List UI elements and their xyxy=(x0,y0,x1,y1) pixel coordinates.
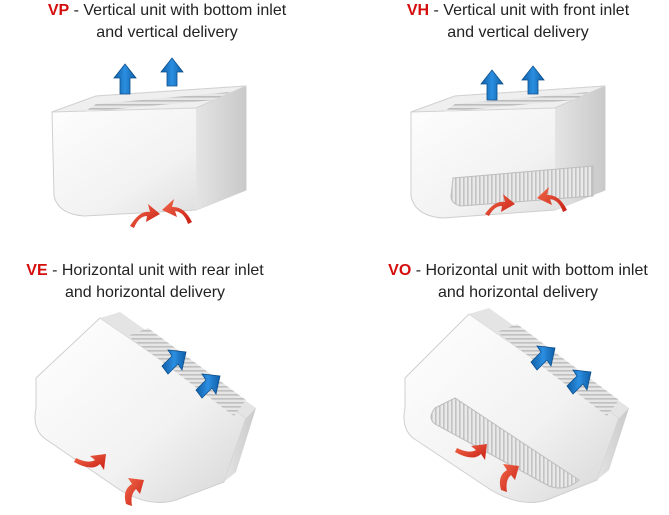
outlet-arrow-icon xyxy=(530,345,592,395)
outlet-arrow-icon xyxy=(480,65,545,101)
inlet-arrow-icon xyxy=(455,444,519,492)
unit-illustration xyxy=(403,308,629,503)
unit-description-line1: - Vertical unit with bottom inlet xyxy=(69,2,287,19)
unit-code: VE xyxy=(26,262,48,279)
unit-description-line1: - Horizontal unit with bottom inlet xyxy=(411,262,648,279)
unit-caption-vp: VP - Vertical unit with bottom inlet and… xyxy=(0,0,334,44)
unit-panel-vo: VO - Horizontal unit with bottom inlet a… xyxy=(335,258,669,515)
outlet-arrow-icon xyxy=(161,349,221,399)
unit-illustration xyxy=(34,312,256,506)
unit-illustration xyxy=(410,65,606,219)
unit-description-line2: and horizontal delivery xyxy=(437,284,599,301)
unit-code: VO xyxy=(388,262,412,279)
unit-illustration xyxy=(51,57,247,228)
unit-panel-vp: VP - Vertical unit with bottom inlet and… xyxy=(0,0,334,257)
outlet-arrow-icon xyxy=(113,57,184,95)
unit-caption-vo: VO - Horizontal unit with bottom inlet a… xyxy=(351,260,669,304)
unit-description-line2: and vertical delivery xyxy=(447,24,589,41)
unit-panel-vh: VH - Vertical unit with front inlet and … xyxy=(335,0,669,257)
unit-panel-ve: VE - Horizontal unit with rear inlet and… xyxy=(0,258,334,515)
unit-description-line2: and vertical delivery xyxy=(96,24,238,41)
unit-code: VP xyxy=(47,2,70,19)
inlet-arrow-icon xyxy=(130,199,192,228)
unit-description-line1: - Vertical unit with front inlet xyxy=(429,2,630,19)
inlet-arrow-icon xyxy=(74,454,144,506)
unit-description-line1: - Horizontal unit with rear inlet xyxy=(47,262,264,279)
inlet-arrow-icon xyxy=(485,187,567,216)
unit-caption-vh: VH - Vertical unit with front inlet and … xyxy=(351,0,669,44)
unit-code: VH xyxy=(406,2,430,19)
unit-description-line2: and horizontal delivery xyxy=(64,284,226,301)
unit-caption-ve: VE - Horizontal unit with rear inlet and… xyxy=(0,260,312,304)
